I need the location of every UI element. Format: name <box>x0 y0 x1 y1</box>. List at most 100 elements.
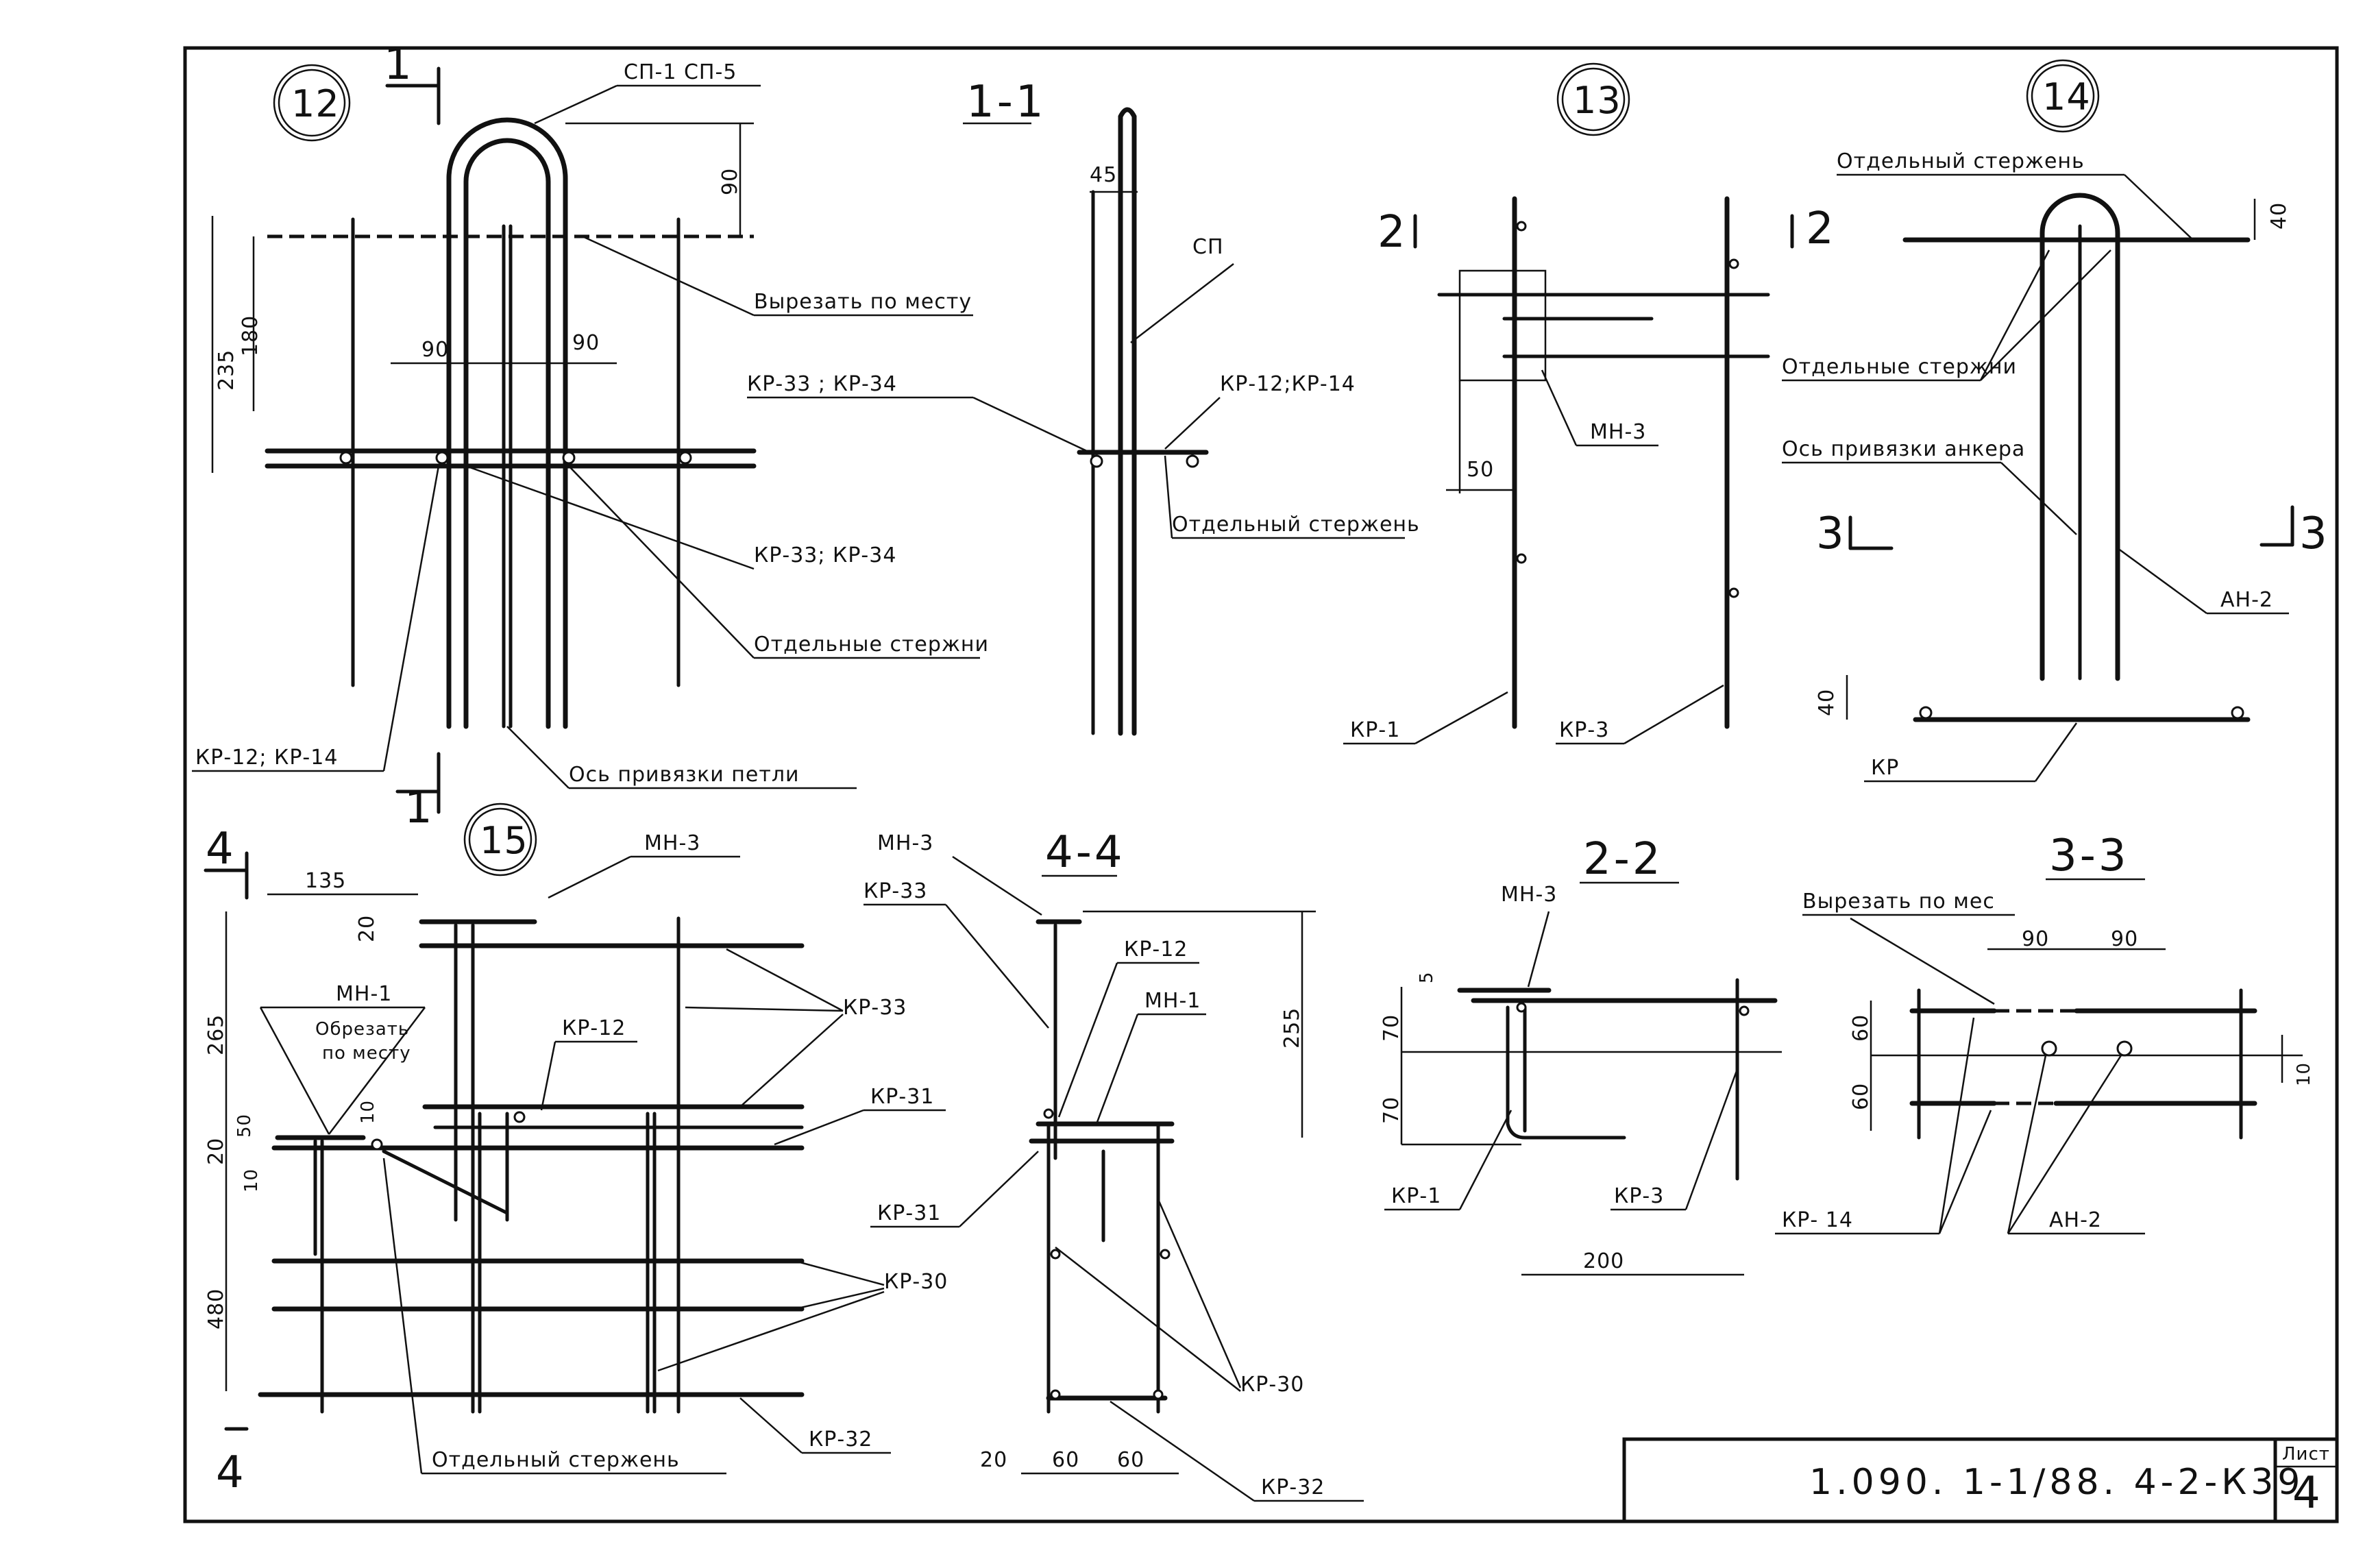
dim-180: 180 <box>238 315 262 356</box>
section-3-3-title: 3-3 <box>2049 831 2129 881</box>
title-block: 1.090. 1-1/88. 4-2-К39 Лист 4 <box>1622 1437 2339 1523</box>
dim-60a-4-4: 60 <box>1052 1448 1079 1472</box>
label-separate-rod-v15: Отдельный стержень <box>432 1448 680 1472</box>
section-mark-1-bottom: 1 <box>404 783 435 833</box>
section-mark-3-left: 3 <box>1816 509 1847 559</box>
label-kr1-2-2: КР-1 <box>1391 1184 1441 1208</box>
label-cut-v15-line1: Обрезать <box>315 1019 409 1040</box>
label-kr32-v15: КР-32 <box>809 1428 872 1451</box>
dim-40-top-v14: 40 <box>2267 202 2291 230</box>
section-1-1-title: 1-1 <box>966 77 1046 127</box>
sheet-number: 4 <box>2292 1468 2323 1519</box>
dim-90-top: 90 <box>718 168 742 195</box>
label-an2-3-3: АН-2 <box>2049 1208 2102 1232</box>
dim-90b-3-3: 90 <box>2111 927 2138 951</box>
label-separate-rods-v14: Отдельные стержни <box>1782 355 2017 379</box>
label-separate-rod-v14: Отдельный стержень <box>1837 149 2085 173</box>
section-mark-2-left: 2 <box>1377 207 1408 258</box>
label-kr32-4-4: КР-32 <box>1261 1475 1325 1499</box>
label-kr12-kr14-1-1: КР-12;КР-14 <box>1220 372 1356 396</box>
label-an2-v14: АН-2 <box>2220 588 2273 612</box>
label-kr3-2-2: КР-3 <box>1614 1184 1664 1208</box>
label-kr1-v13: КР-1 <box>1350 718 1400 742</box>
label-anchor-axis: Ось привязки анкера <box>1782 437 2025 461</box>
label-mn1-4-4: МН-1 <box>1144 989 1201 1013</box>
sheet-label: Лист <box>2282 1444 2330 1465</box>
dim-45: 45 <box>1090 163 1117 187</box>
dim-50-v13: 50 <box>1467 458 1494 482</box>
drawing-code: 1.090. 1-1/88. 4-2-К39 <box>1809 1462 2304 1503</box>
dim-235: 235 <box>215 350 238 391</box>
dim-5-2-2: 5 <box>1417 971 1437 983</box>
label-mn3-v15: МН-3 <box>644 831 700 855</box>
view-13-number: 13 <box>1573 79 1621 122</box>
label-loop-axis: Ось привязки петли <box>569 763 800 787</box>
view-12-number: 12 <box>291 82 340 125</box>
label-cut-in-place: Вырезать по месту <box>754 290 972 314</box>
label-separate-rod-1-1: Отдельный стержень <box>1172 513 1420 537</box>
dim-90-right: 90 <box>572 331 600 355</box>
view-15-number: 15 <box>480 819 528 862</box>
label-mn3-4-4: МН-3 <box>877 831 933 855</box>
dim-90-left: 90 <box>421 338 449 362</box>
label-cut-3-3: Вырезать по мес <box>1802 890 1995 914</box>
view-14-number: 14 <box>2042 75 2091 119</box>
dim-265: 265 <box>204 1014 228 1055</box>
label-kr-v14: КР <box>1871 756 1899 780</box>
section-3-3: 3-3 Вырезать по мес 90 90 60 60 10 КР- 1… <box>1775 831 2314 1235</box>
label-cut-v15-line2: по месту <box>322 1043 411 1064</box>
label-kr12-v15: КР-12 <box>562 1016 626 1040</box>
dim-480: 480 <box>204 1288 228 1330</box>
view-14: 14 Отдельный стержень 40 Отдельные стерж… <box>1782 59 2330 783</box>
section-4-4-title: 4-4 <box>1045 827 1125 878</box>
section-4-4: 4-4 255 МН-3 КР-33 КР-12 МН-1 КР-31 КР-3… <box>864 827 1364 1502</box>
section-2-2-title: 2-2 <box>1583 834 1663 885</box>
section-mark-4-bottom: 4 <box>216 1447 247 1498</box>
section-mark-3-right: 3 <box>2299 509 2330 559</box>
label-mn1-v15: МН-1 <box>336 982 392 1006</box>
label-separate-rods: Отдельные стержни <box>754 633 989 657</box>
label-kr14-3-3: КР- 14 <box>1782 1208 1853 1232</box>
dim-10b-v15: 10 <box>358 1100 378 1124</box>
label-kr12-4-4: КР-12 <box>1124 938 1188 961</box>
dim-200: 200 <box>1583 1249 1624 1273</box>
label-sp: СП <box>1192 235 1224 259</box>
dim-90a-3-3: 90 <box>2022 927 2049 951</box>
label-kr33-4-4: КР-33 <box>864 879 927 903</box>
section-mark-4-top: 4 <box>206 824 236 874</box>
section-2-2: 2-2 5 70 70 МН-3 КР-1 КР-3 200 <box>1380 834 1782 1276</box>
dim-255: 255 <box>1280 1007 1304 1049</box>
label-kr33-kr34-a: КР-33; КР-34 <box>754 543 896 567</box>
label-kr31-4-4: КР-31 <box>877 1201 941 1225</box>
section-mark-1-top: 1 <box>384 39 415 90</box>
dim-10-3-3: 10 <box>2294 1062 2314 1086</box>
view-13: 13 2 2 50 МН-3 КР-1 КР-3 <box>1343 62 1837 745</box>
dim-20-v15: 20 <box>355 915 379 942</box>
section-1-1: 1-1 45 СП КР-12;КР-14 КР-33 ; КР-34 Отде… <box>747 77 1420 736</box>
label-sp1-sp5: СП-1 СП-5 <box>624 60 737 84</box>
dim-70a-2-2: 70 <box>1380 1014 1404 1042</box>
label-kr33-v15: КР-33 <box>843 996 907 1020</box>
view-12: 12 1 235 180 90 90 90 СП-1 СП-5 Вырезать… <box>192 39 989 833</box>
dim-50-v15: 50 <box>234 1114 255 1138</box>
label-kr12-kr14: КР-12; КР-14 <box>195 746 338 770</box>
dim-20b-v15: 20 <box>204 1138 228 1165</box>
label-kr30-4-4: КР-30 <box>1240 1373 1304 1397</box>
section-mark-2-right: 2 <box>1806 204 1837 254</box>
dim-60b-3-3: 60 <box>1849 1083 1873 1110</box>
label-kr30-v15: КР-30 <box>884 1270 948 1294</box>
sheet-frame <box>183 46 2339 1523</box>
dim-40-bottom-v14: 40 <box>1815 689 1839 716</box>
dim-10-v15: 10 <box>241 1168 262 1192</box>
label-mn3-2-2: МН-3 <box>1501 883 1557 907</box>
dim-60a-3-3: 60 <box>1849 1014 1873 1042</box>
label-mn3-v13: МН-3 <box>1590 420 1646 444</box>
label-kr3-v13: КР-3 <box>1559 718 1609 742</box>
label-kr31-v15: КР-31 <box>870 1085 934 1109</box>
dim-70b-2-2: 70 <box>1380 1097 1404 1124</box>
dim-20-4-4: 20 <box>980 1448 1007 1472</box>
label-kr33-kr34-b: КР-33 ; КР-34 <box>747 372 897 396</box>
dim-60b-4-4: 60 <box>1117 1448 1144 1472</box>
dim-135: 135 <box>305 869 346 893</box>
